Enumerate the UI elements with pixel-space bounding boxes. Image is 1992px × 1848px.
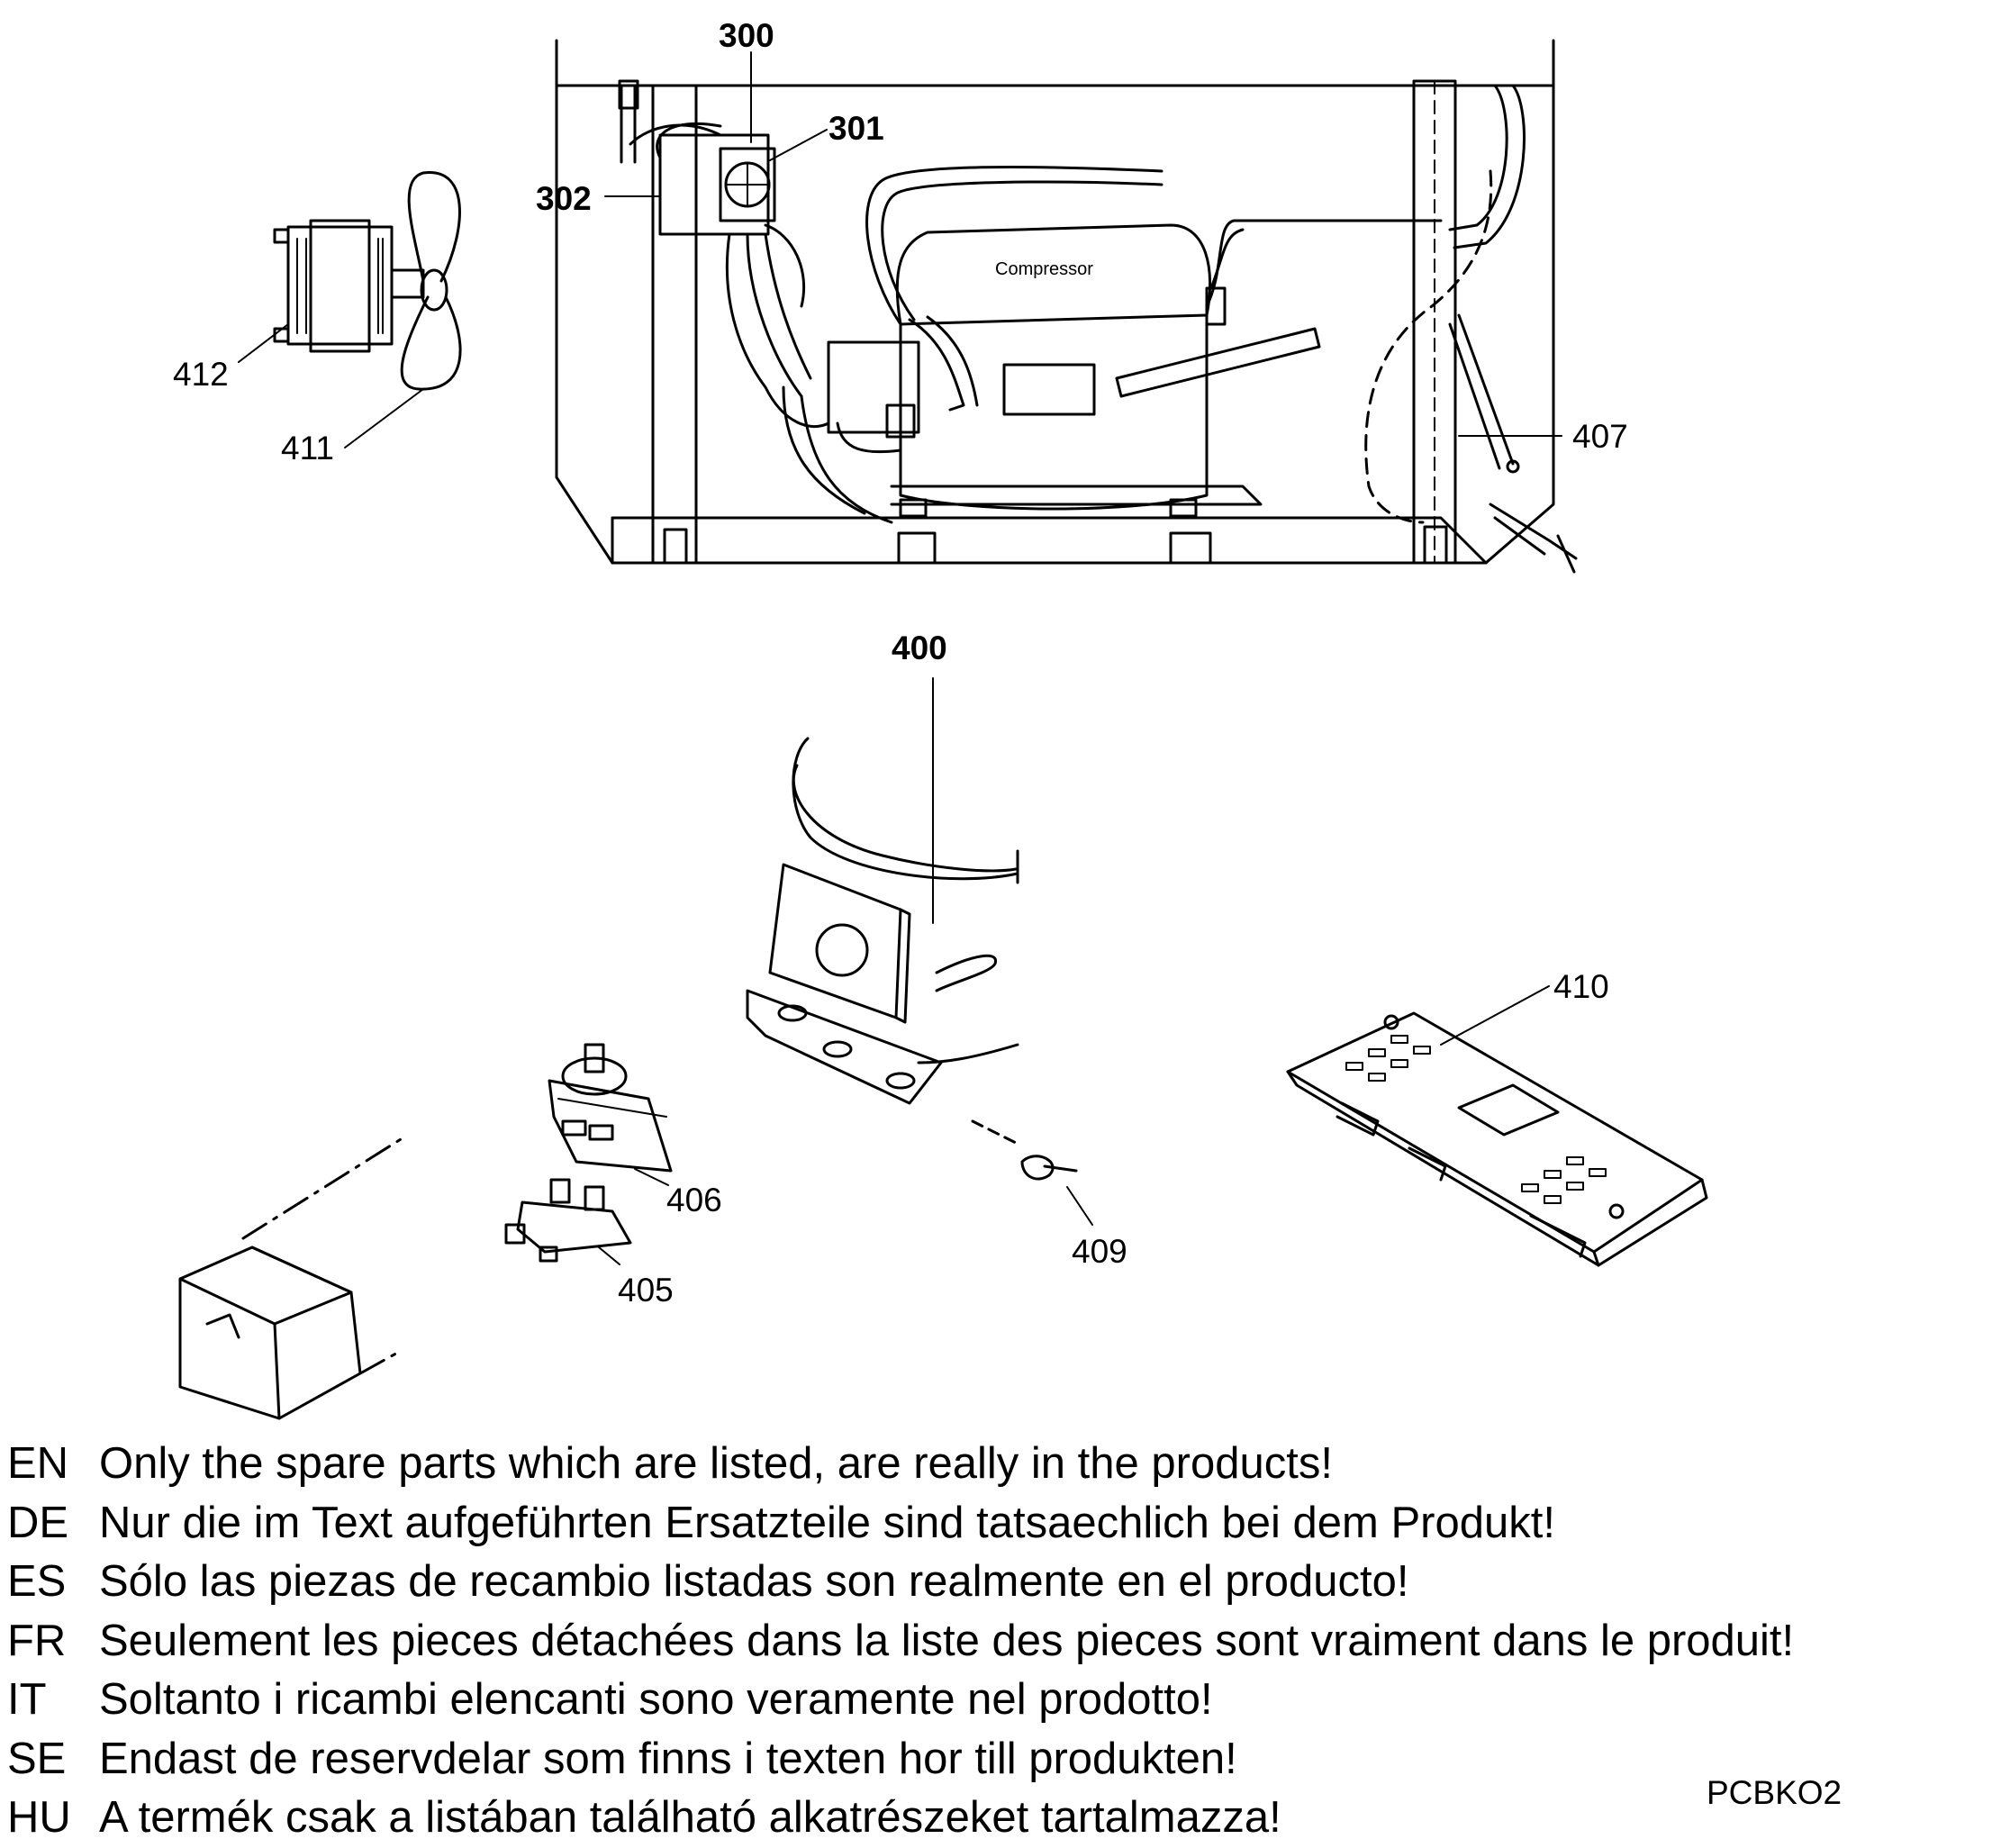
callout-405: 405 bbox=[618, 1272, 674, 1309]
note-text: A termék csak a listában található alkat… bbox=[99, 1793, 1281, 1842]
note-row: IT Soltanto i ricambi elencanti sono ver… bbox=[7, 1671, 1988, 1730]
language-code: ES bbox=[7, 1557, 67, 1606]
thermostat bbox=[629, 122, 893, 524]
machine-compartment bbox=[555, 39, 1578, 574]
spare-parts-notice: EN Only the spare parts which are listed… bbox=[7, 1435, 1988, 1848]
fan-blade bbox=[400, 171, 462, 391]
compressor bbox=[827, 166, 1443, 518]
note-row: HU A termék csak a listában található al… bbox=[7, 1789, 1988, 1848]
start-relay bbox=[548, 1043, 673, 1173]
relay-bracket bbox=[746, 863, 997, 1105]
compressor-housing bbox=[792, 737, 1019, 1064]
callout-410: 410 bbox=[1553, 968, 1609, 1005]
note-text: Only the spare parts which are listed, a… bbox=[99, 1439, 1333, 1488]
language-code: HU bbox=[7, 1793, 71, 1842]
callout-301: 301 bbox=[828, 110, 884, 147]
note-text: Endast de reservdelar som finns i texten… bbox=[99, 1734, 1237, 1783]
callout-400: 400 bbox=[892, 630, 947, 666]
note-row: EN Only the spare parts which are listed… bbox=[7, 1435, 1988, 1494]
callout-409: 409 bbox=[1072, 1233, 1127, 1270]
callout-406: 406 bbox=[666, 1182, 722, 1218]
language-code: DE bbox=[7, 1498, 69, 1547]
callout-302: 302 bbox=[536, 180, 592, 217]
note-text: Seulement les pieces détachées dans la l… bbox=[99, 1616, 1795, 1665]
note-row: DE Nur die im Text aufgeführten Ersatzte… bbox=[7, 1494, 1988, 1554]
control-board bbox=[1286, 1011, 1708, 1267]
language-code: FR bbox=[7, 1616, 67, 1665]
drawing-code: PCBKO2 bbox=[1707, 1774, 1843, 1811]
language-code: SE bbox=[7, 1734, 67, 1783]
leader-lines bbox=[238, 51, 1562, 1265]
callout-407: 407 bbox=[1572, 418, 1628, 455]
note-row: ES Sólo las piezas de recambio listadas … bbox=[7, 1553, 1988, 1612]
note-row: SE Endast de reservdelar som finns i tex… bbox=[7, 1730, 1988, 1789]
callout-300: 300 bbox=[719, 17, 774, 54]
exploded-parts-diagram: Compressor 300 301 302 412 411 407 400 4… bbox=[173, 17, 1708, 1420]
relay-cover bbox=[178, 1137, 403, 1420]
wire-clip bbox=[971, 1119, 1078, 1181]
language-code: EN bbox=[7, 1439, 69, 1488]
fan-motor bbox=[273, 219, 425, 353]
callout-412: 412 bbox=[173, 356, 229, 393]
note-text: Nur die im Text aufgeführten Ersatzteile… bbox=[99, 1498, 1555, 1547]
note-row: FR Seulement les pieces détachées dans l… bbox=[7, 1612, 1988, 1671]
callout-411: 411 bbox=[281, 430, 334, 467]
compressor-label: Compressor bbox=[995, 259, 1093, 279]
overload-protector bbox=[504, 1178, 632, 1263]
note-text: Sólo las piezas de recambio listadas son… bbox=[99, 1557, 1409, 1606]
language-code: IT bbox=[7, 1675, 47, 1724]
note-text: Soltanto i ricambi elencanti sono verame… bbox=[99, 1675, 1213, 1724]
